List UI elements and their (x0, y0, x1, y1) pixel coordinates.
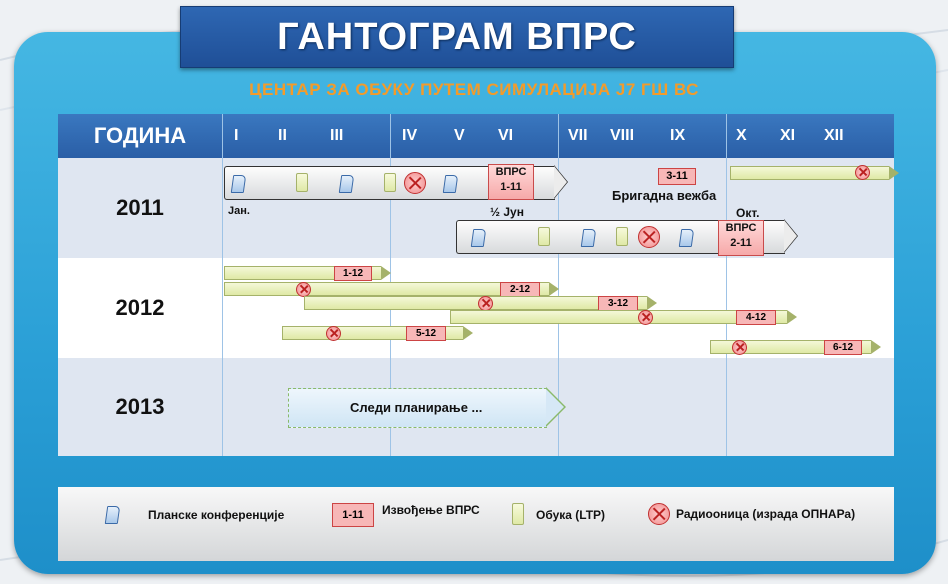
x-circle-icon (855, 165, 870, 180)
month-header: II (278, 127, 287, 144)
year-label: 2012 (115, 295, 165, 320)
vprs-label-line: ВПРС (725, 222, 757, 234)
gantt-header: ГОДИНА I II III IV V VI VII VIII IX X XI… (58, 114, 894, 158)
vprs-label-1-11: ВПРС 1-11 (488, 164, 534, 200)
month-header: IV (402, 127, 418, 144)
document-icon (580, 229, 597, 247)
document-icon (338, 175, 355, 193)
x-circle-icon (478, 296, 493, 311)
bar-arrow-tip (784, 220, 797, 252)
half-jun-label: ½ Јун (490, 205, 524, 219)
x-circle-icon (326, 326, 341, 341)
legend-vprs-sample: 1-11 (332, 503, 374, 527)
legend-conferences: Планске конференције (148, 508, 285, 522)
legend-training: Обука (LTP) (536, 508, 606, 522)
year-label: 2011 (116, 195, 164, 220)
training-box-icon (296, 173, 308, 192)
month-header: VIII (610, 127, 635, 144)
x-circle-icon (648, 503, 670, 525)
label-1-12: 1-12 (334, 266, 372, 281)
vprs-label-line: 2-11 (730, 237, 752, 249)
title-banner: ГАНТОГРАМ ВПРС (180, 6, 734, 68)
month-header: IX (670, 127, 686, 144)
x-circle-icon (638, 226, 660, 248)
month-header: X (736, 127, 747, 144)
training-bar-4-12 (450, 310, 797, 324)
document-icon (442, 175, 459, 193)
legend-workshop: Радиооница (израда ОПНАРа) (676, 507, 856, 521)
year-label: 2013 (115, 394, 165, 419)
month-header: XII (824, 127, 844, 144)
month-header: XI (780, 127, 796, 144)
jan-label: Јан. (228, 205, 250, 217)
x-circle-icon (732, 340, 747, 355)
month-header: VI (498, 127, 514, 144)
planning-label: Следи планирање ... (350, 400, 483, 415)
training-box-icon (512, 503, 524, 525)
month-header: VII (568, 127, 588, 144)
okt-label: Окт. (736, 206, 760, 220)
label-3-12: 3-12 (598, 296, 638, 311)
month-header: I (234, 127, 239, 144)
training-bar (730, 166, 899, 180)
training-bar-3-12 (304, 296, 657, 310)
document-icon (230, 175, 247, 193)
quarter-separator (726, 114, 727, 456)
brigade-exercise-label: Бригадна вежба (612, 188, 717, 203)
planning-bar (288, 388, 547, 428)
bar-arrow-tip (554, 166, 567, 198)
training-box-icon (384, 173, 396, 192)
legend-vprs: Извођење ВПРС (382, 503, 480, 517)
document-icon (470, 229, 487, 247)
label-5-12: 5-12 (406, 326, 446, 341)
vprs-label-2-11: ВПРС 2-11 (718, 220, 764, 256)
x-circle-icon (404, 172, 426, 194)
planning-arrow-tip (546, 389, 564, 425)
document-icon (678, 229, 695, 247)
vprs-label-line: ВПРС (495, 166, 527, 178)
training-box-icon (538, 227, 550, 246)
year-column-header: ГОДИНА (93, 123, 187, 148)
training-box-icon (616, 227, 628, 246)
label-2-12: 2-12 (500, 282, 540, 297)
x-circle-icon (638, 310, 653, 325)
quarter-separator (222, 114, 223, 456)
page-title: ГАНТОГРАМ ВПРС (277, 15, 637, 58)
vprs-label-line: 1-11 (500, 181, 522, 193)
page-subtitle: ЦЕНТАР ЗА ОБУКУ ПУТЕМ СИМУЛАЦИЈА J7 ГШ В… (249, 80, 699, 99)
x-circle-icon (296, 282, 311, 297)
label-6-12: 6-12 (824, 340, 862, 355)
label-4-12: 4-12 (736, 310, 776, 325)
document-icon (104, 506, 121, 524)
legend (58, 487, 894, 561)
month-header: III (330, 127, 344, 144)
exercise-3-11-label: 3-11 (658, 168, 696, 185)
month-header: V (454, 127, 465, 144)
